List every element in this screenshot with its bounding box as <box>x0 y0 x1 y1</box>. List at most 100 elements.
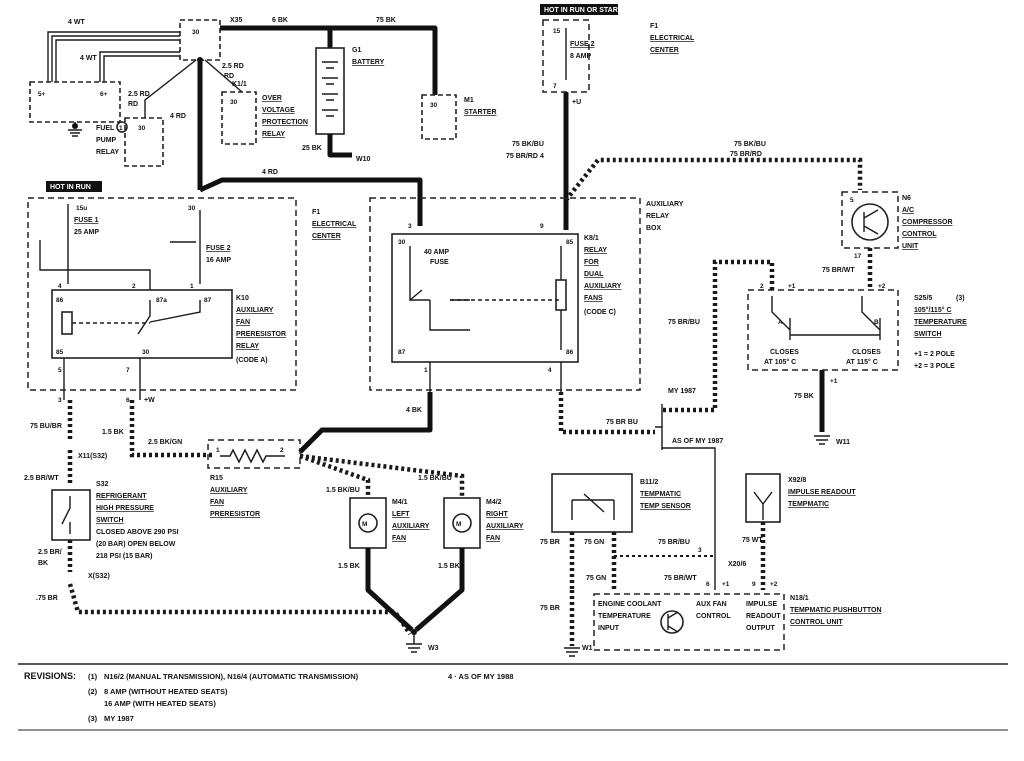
svg-text:RELAY: RELAY <box>236 343 259 350</box>
wire-4rd-b <box>198 177 423 226</box>
svg-text:1: 1 <box>119 125 123 132</box>
svg-text:UNIT: UNIT <box>902 243 919 250</box>
svg-text:FUSE 2: FUSE 2 <box>570 41 595 48</box>
starter: 30 M1 STARTER <box>421 94 497 140</box>
n6-compressor-control: 5 N6 A/C COMPRESSOR CONTROL UNIT 17 <box>841 191 953 260</box>
svg-text:SWITCH: SWITCH <box>914 331 942 338</box>
wire-75br <box>67 583 412 636</box>
svg-text:3: 3 <box>698 547 702 554</box>
svg-text:PRERESISTOR: PRERESISTOR <box>236 331 286 338</box>
svg-text:B: B <box>874 319 879 326</box>
svg-text:X(S32): X(S32) <box>88 573 110 580</box>
svg-text:K8/1: K8/1 <box>584 235 599 242</box>
svg-text:3: 3 <box>58 397 62 404</box>
svg-text:K1/1: K1/1 <box>232 81 247 88</box>
wire-4wt-a-label: 4 WT <box>68 19 85 26</box>
svg-text:2.5 RD: 2.5 RD <box>128 91 150 98</box>
svg-text:M: M <box>456 521 461 528</box>
svg-text:75 BR BU: 75 BR BU <box>606 419 638 426</box>
svg-text:85: 85 <box>566 239 574 246</box>
svg-text:2: 2 <box>760 283 764 290</box>
wire-15bkbu-a <box>299 453 371 498</box>
svg-text:LEFT: LEFT <box>392 511 410 518</box>
svg-text:MY 1987: MY 1987 <box>104 714 134 723</box>
svg-text:87a: 87a <box>156 297 167 304</box>
svg-text:M: M <box>362 521 367 528</box>
svg-text:+1 = 2 POLE: +1 = 2 POLE <box>914 351 955 358</box>
svg-text:FAN: FAN <box>236 319 250 326</box>
wire-4wt-a <box>47 31 180 82</box>
svg-text:CLOSES: CLOSES <box>770 349 799 356</box>
svg-text:DUAL: DUAL <box>584 271 604 278</box>
svg-text:75 GN: 75 GN <box>584 539 604 546</box>
svg-text:75 BR: 75 BR <box>540 539 560 546</box>
svg-text:N6: N6 <box>902 195 911 202</box>
wire-15bk-b <box>414 548 465 632</box>
svg-text:RD: RD <box>128 101 138 108</box>
svg-text:FUSE: FUSE <box>430 259 449 266</box>
svg-text:ELECTRICAL: ELECTRICAL <box>312 221 357 228</box>
svg-text:X11(S32): X11(S32) <box>78 453 107 460</box>
svg-text:BK: BK <box>38 560 48 567</box>
wire-75brbu <box>660 259 775 413</box>
svg-text:4 · AS OF MY 1988: 4 · AS OF MY 1988 <box>448 672 513 681</box>
svg-text:STARTER: STARTER <box>464 109 497 116</box>
svg-text:1: 1 <box>216 447 220 454</box>
svg-text:F1: F1 <box>312 209 320 216</box>
svg-text:218 PSI (15 BAR): 218 PSI (15 BAR) <box>96 553 152 560</box>
svg-text:AUXILIARY: AUXILIARY <box>584 283 622 290</box>
svg-text:3: 3 <box>408 223 412 230</box>
svg-text:6: 6 <box>126 397 130 404</box>
svg-text:86: 86 <box>56 297 64 304</box>
fuel-pump-relay-connector: 5+ 6+ <box>29 81 121 137</box>
svg-text:REFRIGERANT: REFRIGERANT <box>96 493 147 500</box>
svg-text:AUXILIARY: AUXILIARY <box>210 487 248 494</box>
svg-text:INPUT: INPUT <box>598 625 620 632</box>
svg-text:(3): (3) <box>88 714 98 723</box>
svg-text:AUXILIARY: AUXILIARY <box>236 307 274 314</box>
wire-15bk-a <box>365 548 414 632</box>
svg-text:PRERESISTOR: PRERESISTOR <box>210 511 260 518</box>
wire-15bk <box>129 400 212 458</box>
svg-text:RD: RD <box>224 73 234 80</box>
svg-text:1.5 BK/BU: 1.5 BK/BU <box>418 475 452 482</box>
svg-text:5: 5 <box>850 197 854 204</box>
svg-text:AUXILIARY: AUXILIARY <box>486 523 524 530</box>
x92-impulse-readout: X92/8 IMPULSE READOUT TEMPMATIC <box>745 473 856 523</box>
svg-text:.75 BR: .75 BR <box>36 595 58 602</box>
ground-w11: W11 <box>836 439 850 446</box>
svg-text:75 BK/BU: 75 BK/BU <box>512 141 544 148</box>
svg-text:9: 9 <box>752 581 756 588</box>
svg-text:2: 2 <box>132 283 136 290</box>
svg-text:4: 4 <box>548 367 552 374</box>
svg-text:FANS: FANS <box>584 295 603 302</box>
x35-label: X35 <box>230 17 243 24</box>
svg-text:75 BR/RD: 75 BR/RD <box>506 153 538 160</box>
svg-text:87: 87 <box>204 297 212 304</box>
svg-text:FAN: FAN <box>210 499 224 506</box>
svg-text:2.5 BK/GN: 2.5 BK/GN <box>148 439 182 446</box>
svg-text:1.5 BK/BU: 1.5 BK/BU <box>326 487 360 494</box>
svg-text:105°/115° C: 105°/115° C <box>914 306 952 314</box>
svg-text:+2: +2 <box>878 283 886 290</box>
svg-text:75 GN: 75 GN <box>586 575 606 582</box>
svg-text:S32: S32 <box>96 481 109 488</box>
m4-2-right-fan: M M4/2 RIGHT AUXILIARY FAN <box>443 497 524 549</box>
svg-text:75 BR: 75 BR <box>540 605 560 612</box>
svg-text:75 BR/WT: 75 BR/WT <box>664 575 697 582</box>
svg-text:4: 4 <box>58 283 62 290</box>
svg-text:30: 30 <box>188 205 196 212</box>
svg-text:CLOSES: CLOSES <box>852 349 881 356</box>
svg-text:+2 = 3 POLE: +2 = 3 POLE <box>914 363 955 370</box>
svg-text:16 AMP: 16 AMP <box>206 257 231 264</box>
svg-text:7: 7 <box>126 367 130 374</box>
svg-text:FUEL: FUEL <box>96 125 115 132</box>
svg-text:N16/2 (MANUAL TRANSMISSION), N: N16/2 (MANUAL TRANSMISSION), N16/4 (AUTO… <box>104 672 359 681</box>
svg-text:75 WT: 75 WT <box>742 537 763 544</box>
wire-75bkbu-to-n6 <box>564 157 863 202</box>
svg-text:+1: +1 <box>830 378 838 385</box>
svg-text:+1: +1 <box>722 581 730 588</box>
svg-text:K10: K10 <box>236 295 249 302</box>
svg-text:15u: 15u <box>76 205 87 212</box>
svg-text:TEMPMATIC: TEMPMATIC <box>788 501 829 508</box>
